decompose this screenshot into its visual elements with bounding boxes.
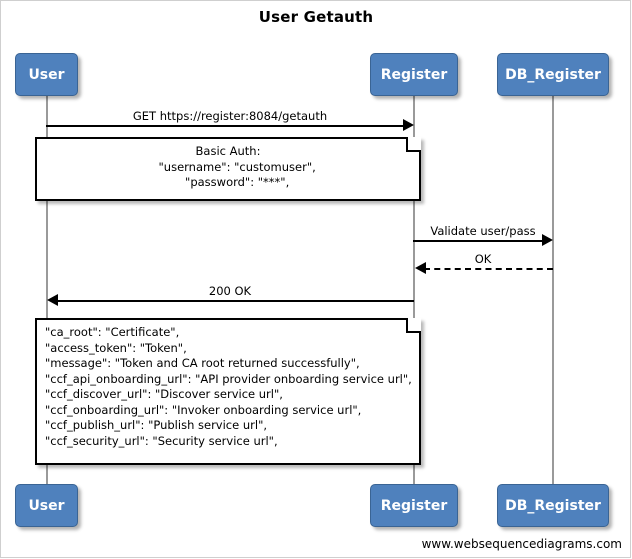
- actor-user-bottom-label: User: [28, 497, 65, 514]
- watermark-footer: www.websequencediagrams.com: [421, 537, 622, 551]
- actor-register-bottom[interactable]: Register: [370, 484, 458, 527]
- lifeline-register: [413, 95, 415, 484]
- actor-user-bottom[interactable]: User: [15, 484, 78, 527]
- actor-user-top-label: User: [28, 66, 65, 83]
- page-title: User Getauth: [258, 8, 374, 26]
- message-arrowhead-200-ok: [47, 294, 58, 306]
- note-fold-corner-icon: [406, 318, 421, 333]
- message-arrowhead-get-getauth: [403, 119, 414, 131]
- message-label-validate-user-pass: Validate user/pass: [430, 224, 536, 238]
- message-line-get-getauth: [46, 125, 406, 127]
- note-fold-corner-icon: [406, 137, 421, 152]
- note-response-payload: "ca_root": "Certificate", "access_token"…: [35, 318, 421, 465]
- message-line-ok: [424, 268, 553, 270]
- actor-register-top-label: Register: [380, 66, 448, 83]
- note-basic-auth: Basic Auth: "username": "customuser", "p…: [35, 137, 421, 201]
- note-response-payload-text: "ca_root": "Certificate", "access_token"…: [45, 325, 412, 448]
- actor-user-top[interactable]: User: [15, 53, 78, 96]
- message-label-ok: OK: [474, 252, 492, 266]
- lifeline-db-register: [552, 95, 554, 484]
- message-label-get-getauth: GET https://register:8084/getauth: [132, 109, 328, 123]
- actor-db-register-top-label: DB_Register: [505, 66, 601, 83]
- lifeline-user: [46, 95, 48, 484]
- actor-register-top[interactable]: Register: [370, 53, 458, 96]
- message-arrowhead-ok: [415, 262, 426, 274]
- message-arrowhead-validate-user-pass: [542, 234, 553, 246]
- note-basic-auth-text: Basic Auth: "username": "customuser", "p…: [158, 144, 316, 189]
- message-line-200-ok: [57, 300, 414, 302]
- actor-register-bottom-label: Register: [380, 497, 448, 514]
- message-label-200-ok: 200 OK: [208, 284, 252, 298]
- message-line-validate-user-pass: [413, 240, 546, 242]
- actor-db-register-bottom[interactable]: DB_Register: [497, 484, 609, 527]
- actor-db-register-top[interactable]: DB_Register: [497, 53, 609, 96]
- actor-db-register-bottom-label: DB_Register: [505, 497, 601, 514]
